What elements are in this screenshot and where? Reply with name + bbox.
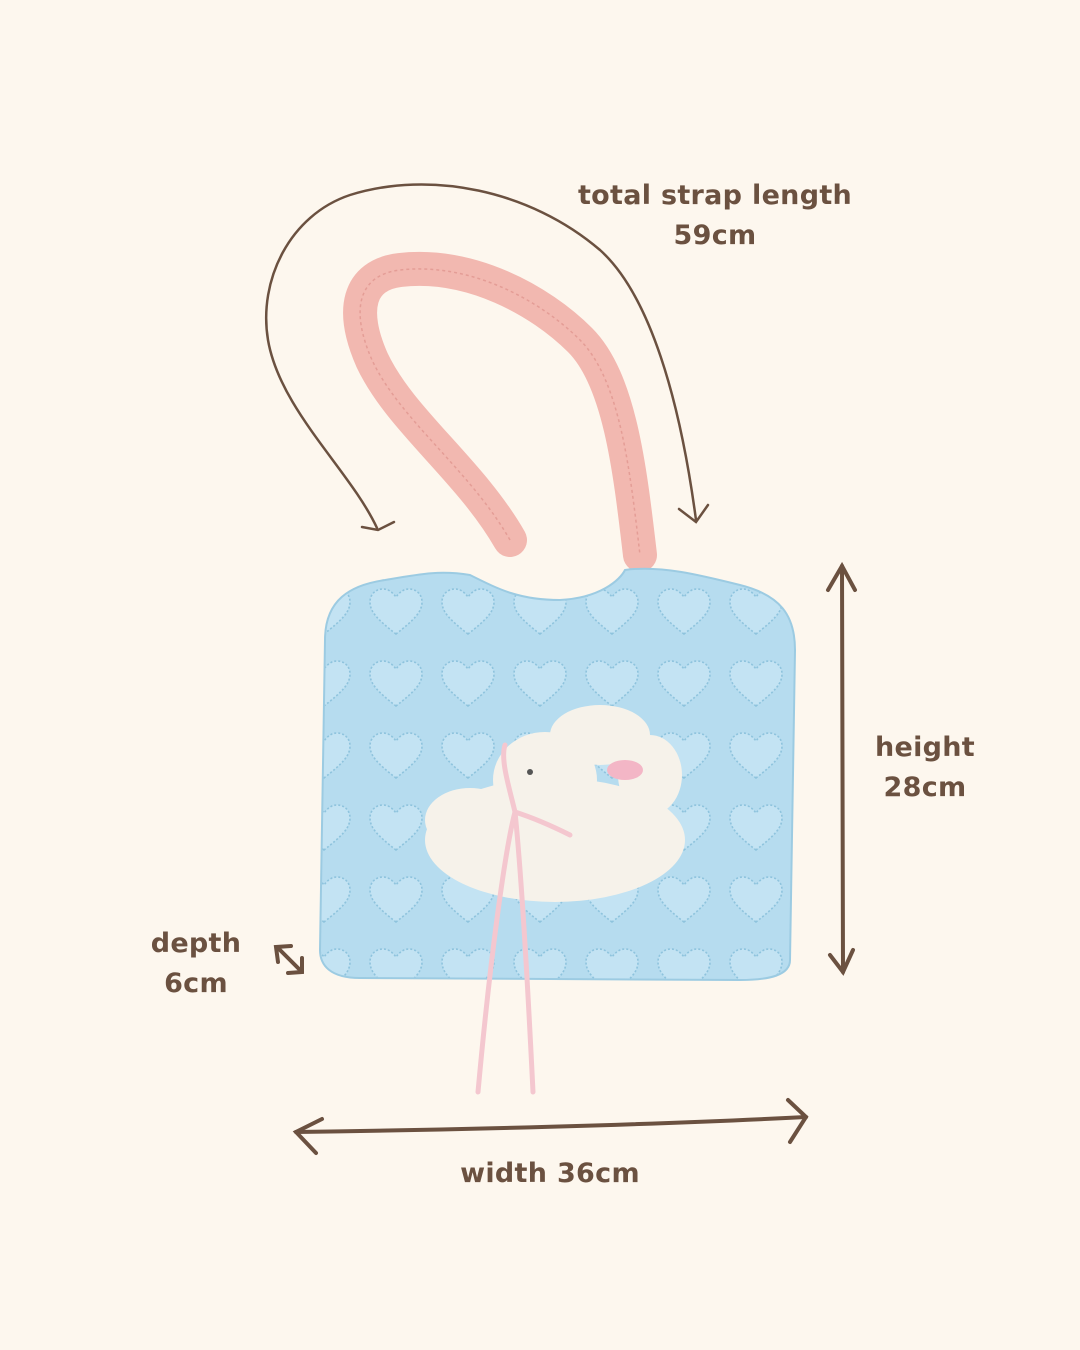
- width-label: width 36cm: [420, 1154, 680, 1194]
- strap-length-title: total strap length: [577, 180, 853, 211]
- depth-value: 6cm: [164, 968, 228, 999]
- width-arrow: [292, 1098, 809, 1155]
- height-title: height: [874, 732, 976, 763]
- bunny-applique: [425, 705, 685, 902]
- strap-length-label: total strap length 59cm: [560, 176, 870, 256]
- depth-title: depth: [150, 928, 242, 959]
- height-value: 28cm: [883, 772, 967, 803]
- depth-arrow: [273, 944, 304, 975]
- bag-strap: [343, 252, 657, 572]
- width-text: width 36cm: [460, 1158, 640, 1189]
- height-label: height 28cm: [860, 728, 990, 808]
- height-arrow: [826, 561, 857, 976]
- ribbon: [475, 742, 573, 1095]
- strap-length-value: 59cm: [673, 220, 757, 251]
- strap-length-arrow: [264, 183, 710, 532]
- depth-label: depth 6cm: [136, 924, 256, 1004]
